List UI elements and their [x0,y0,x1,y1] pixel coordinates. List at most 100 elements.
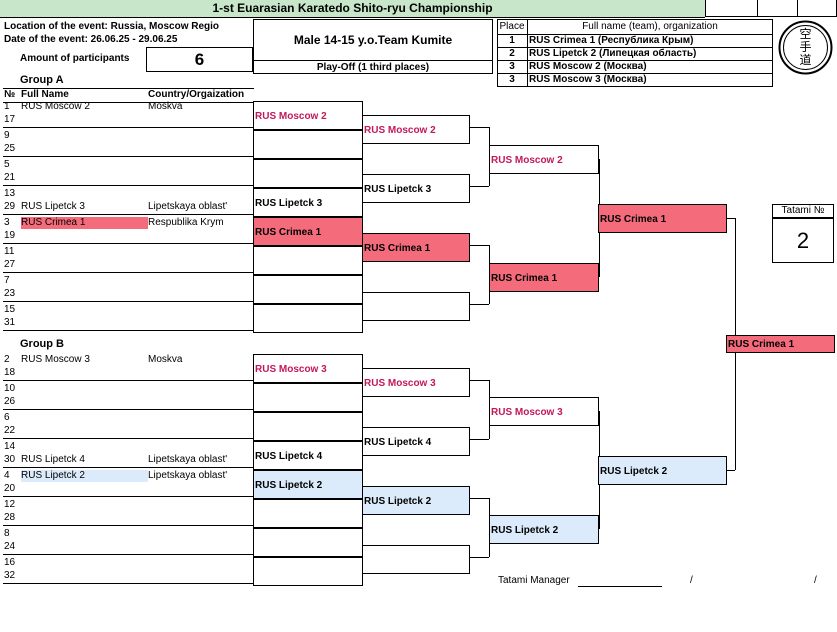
participant-number: 2 [4,354,10,365]
participant-number: 5 [4,159,10,170]
bracket-line [470,186,489,187]
participant-number: 24 [4,541,16,552]
participant-row: 6 [3,412,363,425]
round2-box: RUS Lipetck 2 [362,486,470,515]
participant-number: 12 [4,499,16,510]
place-number: 2 [509,48,515,59]
round3-box: RUS Moscow 2 [489,145,599,174]
participant-country: Respublika Krym [148,217,224,228]
participant-name: RUS Moscow 2 [21,101,90,112]
participant-number: 19 [4,230,16,241]
col-no: № [4,89,16,100]
participant-name [21,528,148,540]
logo-circle-icon: 空 手 道 [778,20,833,75]
participant-row: 16 [3,557,363,570]
col-country: Country/Orgaization [148,89,245,100]
bracket-line [470,557,489,558]
footer-separator: / [814,575,817,586]
karate-logo: 空 手 道 [777,19,834,76]
participant-name [21,114,148,126]
participant-number: 1 [4,101,10,112]
participant-name [21,512,148,524]
bracket-team-name: RUS Moscow 3 [491,407,563,418]
participant-name [21,499,148,511]
participant-row: 10 [3,383,363,396]
group-b-label: Group B [20,338,64,350]
title-cell [705,0,758,17]
participant-name [21,367,148,379]
participant-row: 9 [3,130,363,143]
participant-number: 26 [4,396,16,407]
round3-box: RUS Moscow 3 [489,397,599,426]
bracket-team-name: RUS Lipetck 2 [255,480,323,491]
col-name: Full Name [21,89,69,100]
place-team: RUS Lipetck 2 (Липецкая область) [529,48,697,59]
round2-box: RUS Lipetck 3 [362,174,470,203]
bracket-line [727,218,735,219]
participant-number: 27 [4,259,16,270]
title-cell [797,0,837,17]
participant-country: Lipetskaya oblast' [148,201,228,212]
participant-number: 3 [4,217,10,228]
logo-char: 手 [799,40,811,54]
participant-number: 13 [4,188,16,199]
participant-name: RUS Crimea 1 [21,217,148,229]
round2-box [362,545,470,574]
round1-box: RUS Moscow 2 [253,101,363,130]
participant-country: Moskva [148,354,183,365]
participant-name [21,425,148,437]
participant-name [21,130,148,142]
participant-number: 14 [4,441,16,452]
participant-name [21,259,148,271]
bracket-team-name: RUS Crimea 1 [364,243,431,254]
participant-row: 25 [3,143,363,157]
bracket-line [470,439,489,440]
round1-box [253,412,363,441]
logo-char: 道 [799,53,811,67]
participant-row: 11 [3,246,363,259]
participant-name [21,230,148,242]
participant-country: Lipetskaya oblast' [148,470,228,481]
participant-row: 22 [3,425,363,439]
round4-box: RUS Crimea 1 [598,204,727,233]
participant-row: 19 [3,230,363,244]
participant-number: 31 [4,317,16,328]
bracket-line [470,304,489,305]
category-divider [253,60,493,61]
participant-name [21,304,148,316]
group-table-header: № Full Name Country/Orgaization [3,88,254,103]
participant-number: 20 [4,483,16,494]
participant-name [21,275,148,287]
participant-number: 23 [4,288,16,299]
participant-row: 14 [3,441,363,454]
tatami-label: Tatami № [772,204,834,218]
participant-country: Lipetskaya oblast' [148,454,228,465]
bracket-team-name: RUS Moscow 3 [364,378,436,389]
round1-box [253,528,363,557]
bracket-line [727,470,735,471]
participant-row: 15 [3,304,363,317]
participant-row: 8 [3,528,363,541]
round1-box [253,499,363,528]
participant-row: 13 [3,188,363,201]
participant-name: RUS Lipetck 4 [21,454,85,465]
participant-number: 4 [4,470,10,481]
participant-name [21,383,148,395]
footer-separator: / [690,575,693,586]
playoff-label: Play-Off (1 third places) [316,62,430,73]
final-box: RUS Crimea 1 [726,335,835,353]
participant-name [21,188,148,200]
bracket-team-name: RUS Lipetck 3 [364,184,432,195]
round1-box: RUS Lipetck 2 [253,470,363,499]
bracket-team-name: RUS Lipetck 2 [600,466,668,477]
participant-name: RUS Lipetck 3 [21,201,85,212]
participant-row: 26 [3,396,363,410]
bracket-team-name: RUS Moscow 2 [491,155,563,166]
participant-row: 32 [3,570,363,584]
round1-box [253,130,363,159]
round1-box: RUS Moscow 3 [253,354,363,383]
